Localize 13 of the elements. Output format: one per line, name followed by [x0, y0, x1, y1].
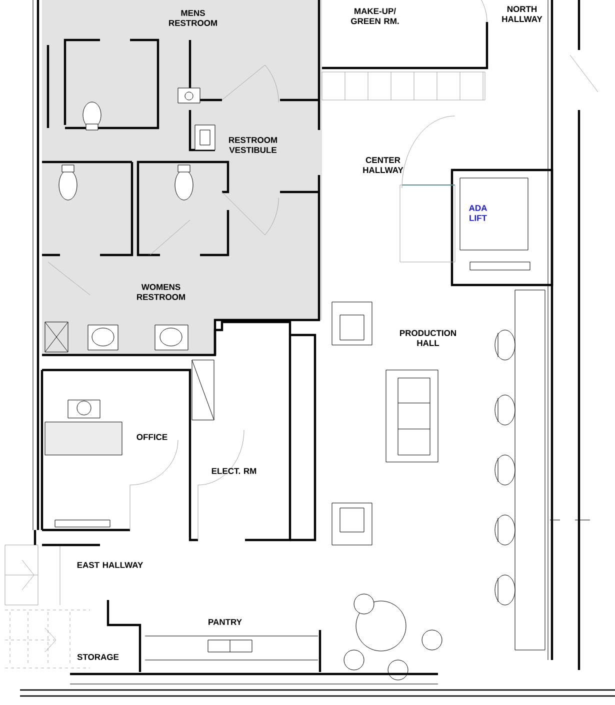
room-label: MENS RESTROOM [169, 10, 217, 26]
room-label: PANTRY [208, 619, 242, 625]
room-label: ADA LIFT [469, 205, 487, 221]
room-label: ELECT. RM [212, 468, 256, 474]
room-label: STORAGE [77, 654, 119, 660]
room-label: CENTER HALLWAY [363, 157, 404, 173]
room-label: PRODUCTION HALL [400, 330, 456, 346]
room-label: NORTH HALLWAY [502, 6, 542, 22]
room-label: RESTROOM VESTIBULE [229, 137, 277, 154]
room-label: EAST HALLWAY [77, 562, 143, 568]
room-label: MAKE-UP/ GREEN RM. [351, 8, 399, 24]
room-label: OFFICE [136, 434, 168, 440]
room-label: WOMENS RESTROOM [137, 284, 185, 300]
